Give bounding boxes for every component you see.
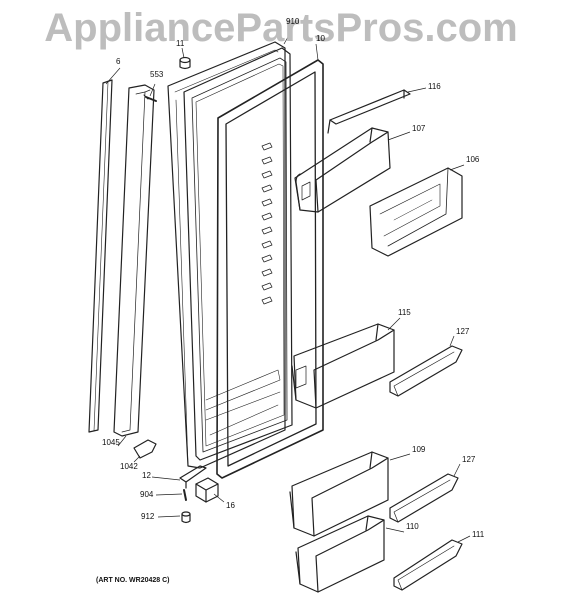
callout-16: 16	[226, 501, 235, 510]
callout-111: 111	[472, 530, 485, 539]
callout-910: 910	[286, 17, 300, 26]
callout-912: 912	[141, 512, 155, 521]
part-106-cover	[369, 167, 463, 257]
part-11-bushing	[179, 56, 191, 70]
callout-106: 106	[466, 155, 480, 164]
part-107-bin	[294, 127, 391, 213]
callout-127-lower: 127	[462, 455, 476, 464]
watermark-text: AppliancePartsPros.com	[44, 6, 518, 50]
art-number: (ART NO. WR20428 C)	[96, 577, 170, 584]
callout-1042: 1042	[120, 462, 138, 471]
callout-110: 110	[406, 522, 419, 531]
part-115-bin	[291, 323, 395, 409]
callout-116: 116	[428, 82, 441, 91]
callout-12: 12	[142, 471, 151, 480]
callout-1045: 1045	[102, 438, 120, 447]
part-553-screw	[143, 94, 157, 102]
part-12-pin	[179, 465, 207, 489]
part-904-screw	[183, 489, 187, 501]
part-1045-trim	[113, 84, 155, 437]
part-127-upper-front	[389, 345, 463, 397]
part-116-retainer	[327, 89, 411, 134]
part-912-bushing	[181, 511, 191, 524]
part-111-front	[393, 539, 463, 591]
callout-10: 10	[316, 34, 325, 43]
part-127-lower-front	[389, 473, 459, 523]
part-910-liner	[183, 47, 293, 461]
part-110-bin	[295, 515, 385, 593]
part-16-hinge-block	[195, 477, 219, 503]
leader-lines	[105, 29, 471, 543]
callout-115: 115	[398, 308, 411, 317]
callout-107: 107	[412, 124, 426, 133]
callout-11: 11	[176, 39, 185, 48]
part-1042-clip	[133, 439, 157, 459]
part-109-bin	[289, 451, 389, 537]
part-6-strip	[88, 79, 113, 433]
callout-6: 6	[116, 57, 121, 66]
callout-109: 109	[412, 445, 426, 454]
callout-904: 904	[140, 490, 154, 499]
door-outer-panel	[167, 41, 286, 469]
callout-127-upper: 127	[456, 327, 470, 336]
callout-553: 553	[150, 70, 164, 79]
